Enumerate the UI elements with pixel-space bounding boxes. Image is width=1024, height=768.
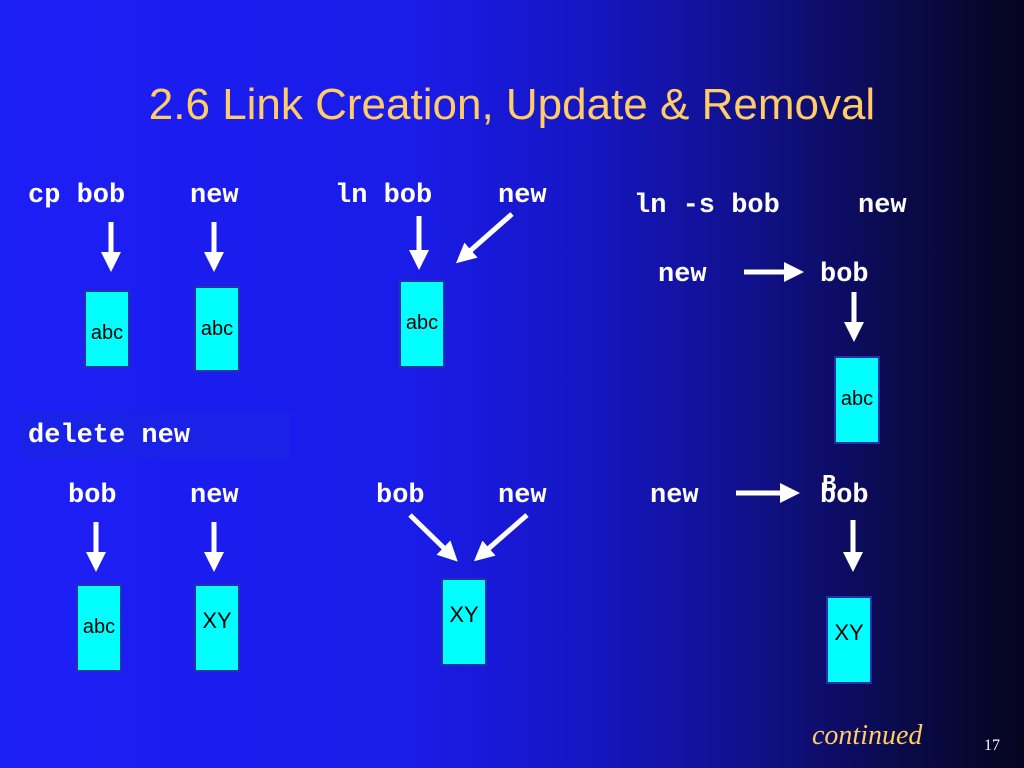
continued-label: continued [812, 720, 923, 751]
ln-command: ln bob [335, 181, 433, 211]
arrow-bottom-ln-bob-diagonal [408, 513, 458, 562]
arrow-ln-new-diagonal [455, 212, 514, 264]
bottom-symlink-new-label: new [650, 481, 699, 511]
cp-new-file-box: abc [194, 286, 240, 372]
page-number: 17 [984, 737, 1000, 754]
cp-command: cp bob [28, 181, 126, 211]
bottom-cp-bob-label: bob [68, 481, 117, 511]
delete-highlight-band [20, 412, 290, 458]
bottom-symlink-bob-label: bob [820, 481, 869, 511]
bottom-ln-shared-file-box: XY [441, 578, 487, 666]
bottom-overlay-glyph: B [822, 472, 837, 499]
symlink-new-label: new [658, 260, 707, 290]
bottom-cp-new-label: new [190, 481, 239, 511]
ln-s-command: ln -s bob [634, 191, 780, 221]
bottom-cp-new-file-box: XY [194, 584, 240, 672]
bottom-ln-s-file-box: XY [826, 596, 872, 684]
ln-s-new-arg: new [858, 191, 907, 221]
ln-new-arg: new [498, 181, 547, 211]
bottom-ln-new-label: new [498, 481, 547, 511]
delete-new-label: delete new [28, 421, 191, 451]
bottom-ln-bob-label: bob [376, 481, 425, 511]
symlink-bob-label: bob [820, 260, 869, 290]
slide-title: 2.6 Link Creation, Update & Removal [148, 80, 876, 129]
ln-shared-file-box: abc [399, 280, 445, 368]
arrow-bottom-ln-new-diagonal [473, 513, 529, 562]
cp-new-arg: new [190, 181, 239, 211]
ln-s-file-box: abc [834, 356, 880, 444]
bottom-cp-bob-file-box: abc [76, 584, 122, 672]
cp-bob-file-box: abc [84, 290, 130, 368]
